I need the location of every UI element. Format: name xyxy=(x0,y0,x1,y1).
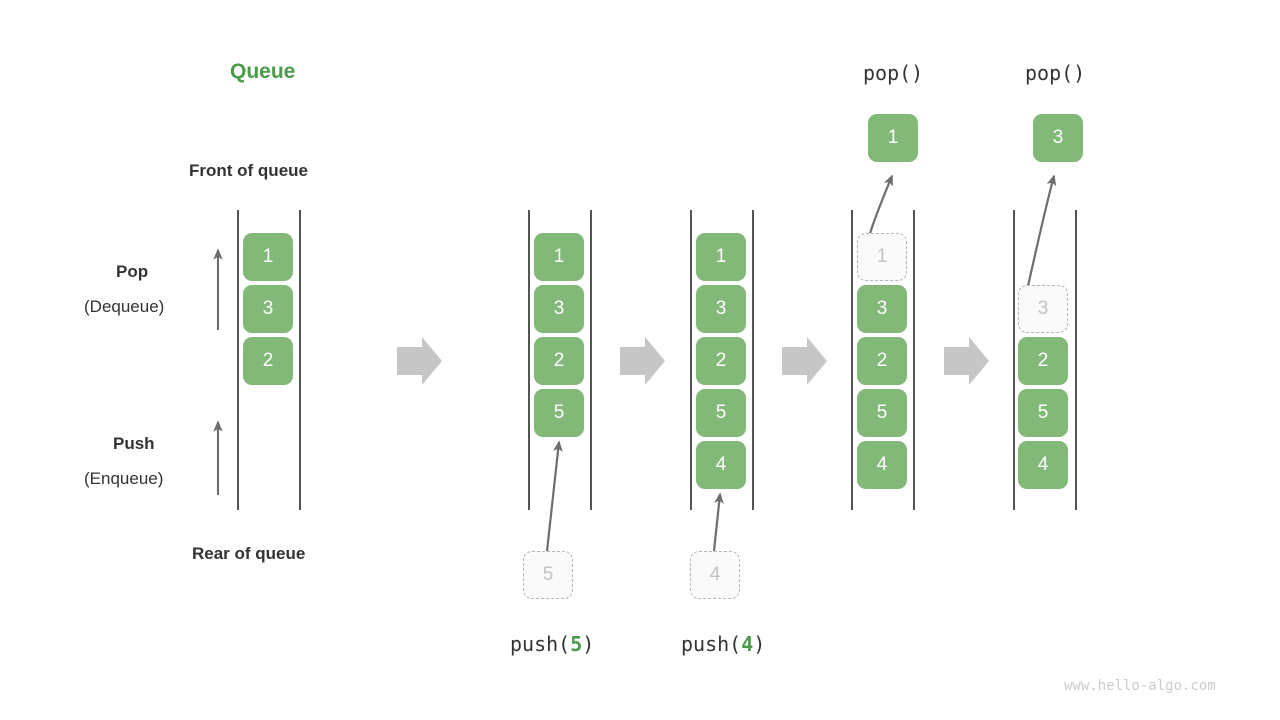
queue-cell: 5 xyxy=(696,389,746,437)
push-sublabel: (Enqueue) xyxy=(84,469,164,488)
rail-left xyxy=(851,210,853,510)
queue-cell: 4 xyxy=(857,441,907,489)
pop-3-arrow xyxy=(1026,174,1057,287)
queue-cell: 4 xyxy=(696,441,746,489)
operation-label-prefix: push( xyxy=(681,632,742,656)
popped-ghost-cell: 1 xyxy=(857,233,907,281)
popped-ghost-cell: 3 xyxy=(1018,285,1068,333)
queue-cell: 2 xyxy=(243,337,293,385)
operation-label-pop-3: pop() xyxy=(1025,61,1086,85)
push-5-arrow xyxy=(545,440,563,552)
queue-cell: 5 xyxy=(1018,389,1068,437)
queue-cell: 2 xyxy=(696,337,746,385)
front-of-queue-label: Front of queue xyxy=(189,161,308,180)
flow-arrow-2 xyxy=(620,337,665,385)
rail-left xyxy=(528,210,530,510)
pop-label: Pop xyxy=(116,262,149,281)
queue-cell: 1 xyxy=(243,233,293,281)
queue-cell: 3 xyxy=(243,285,293,333)
incoming-ghost-cell: 5 xyxy=(523,551,573,599)
queue-cell: 3 xyxy=(857,285,907,333)
queue-cell: 2 xyxy=(857,337,907,385)
push-4-arrow xyxy=(712,492,724,552)
rail-right xyxy=(913,210,915,510)
operation-label-push-4: push(4) xyxy=(681,632,765,656)
queue-cell: 4 xyxy=(1018,441,1068,489)
rail-right xyxy=(299,210,301,510)
operation-label-arg: 4 xyxy=(741,632,754,656)
flow-arrow-3 xyxy=(782,337,827,385)
rail-left xyxy=(1013,210,1015,510)
pop-sublabel: (Dequeue) xyxy=(84,297,165,316)
page-title: Queue xyxy=(230,60,296,83)
queue-cell: 5 xyxy=(534,389,584,437)
popped-cell: 1 xyxy=(868,114,918,162)
rail-right xyxy=(752,210,754,510)
queue-cell: 5 xyxy=(857,389,907,437)
rail-right xyxy=(1075,210,1077,510)
operation-label-suffix: ) xyxy=(753,632,766,656)
rail-left xyxy=(237,210,239,510)
operation-label-pop-1: pop() xyxy=(863,61,924,85)
operation-label-prefix: push( xyxy=(510,632,571,656)
rail-right xyxy=(590,210,592,510)
queue-cell: 1 xyxy=(696,233,746,281)
queue-cell: 1 xyxy=(534,233,584,281)
flow-arrow-1 xyxy=(397,337,442,385)
queue-cell: 3 xyxy=(534,285,584,333)
flow-arrow-4 xyxy=(944,337,989,385)
queue-cell: 2 xyxy=(1018,337,1068,385)
push-label: Push xyxy=(113,434,155,453)
incoming-ghost-cell: 4 xyxy=(690,551,740,599)
rail-left xyxy=(690,210,692,510)
rear-of-queue-label: Rear of queue xyxy=(192,544,306,563)
watermark: www.hello-algo.com xyxy=(1064,678,1216,694)
operation-label-arg: 5 xyxy=(570,632,583,656)
operation-label-push-5: push(5) xyxy=(510,632,594,656)
queue-cell: 3 xyxy=(696,285,746,333)
queue-cell: 2 xyxy=(534,337,584,385)
popped-cell: 3 xyxy=(1033,114,1083,162)
operation-label-suffix: ) xyxy=(582,632,595,656)
